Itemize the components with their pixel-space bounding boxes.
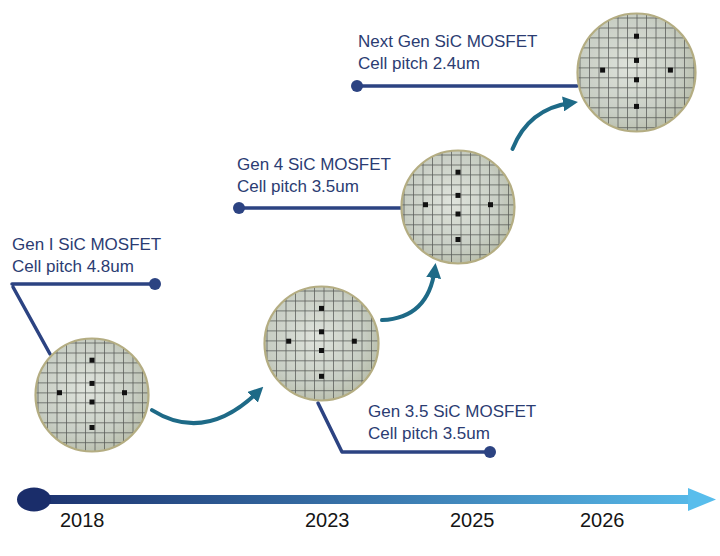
callout-block: Gen 3.5 SiC MOSFETCell pitch 3.5um bbox=[368, 401, 536, 445]
year-label: 2023 bbox=[305, 509, 350, 531]
callout-block: Gen I SiC MOSFETCell pitch 4.8um bbox=[12, 234, 161, 278]
year-label-wrap: 2023 bbox=[305, 508, 350, 532]
wafer-illustration bbox=[263, 285, 380, 402]
wafer-node: Next Gen SiC MOSFETCell pitch 2.4um bbox=[576, 12, 697, 133]
leader-line bbox=[357, 84, 577, 88]
generation-name: Gen I SiC MOSFET bbox=[12, 234, 161, 256]
wafer-illustration bbox=[34, 337, 150, 453]
timeline-bar bbox=[22, 495, 692, 504]
year-label-wrap: 2018 bbox=[60, 508, 105, 532]
curved-arrow bbox=[382, 269, 435, 320]
curved-arrow bbox=[152, 391, 259, 423]
leader-line bbox=[239, 206, 401, 210]
callout-block: Next Gen SiC MOSFETCell pitch 2.4um bbox=[358, 31, 537, 75]
wafer-node: Gen 4 SiC MOSFETCell pitch 3.5um bbox=[400, 149, 516, 265]
year-label: 2026 bbox=[580, 509, 625, 531]
year-label: 2018 bbox=[60, 509, 105, 531]
cell-pitch: Cell pitch 3.5um bbox=[237, 176, 391, 198]
year-label: 2025 bbox=[450, 509, 495, 531]
generation-name: Next Gen SiC MOSFET bbox=[358, 31, 537, 53]
year-label-wrap: 2026 bbox=[580, 508, 625, 532]
curved-arrow bbox=[513, 103, 573, 149]
cell-pitch: Cell pitch 2.4um bbox=[358, 53, 537, 75]
generation-name: Gen 4 SiC MOSFET bbox=[237, 154, 391, 176]
cell-pitch: Cell pitch 4.8um bbox=[12, 256, 161, 278]
leader-dot bbox=[233, 202, 245, 214]
leader-dot bbox=[149, 278, 161, 290]
cell-pitch: Cell pitch 3.5um bbox=[368, 423, 536, 445]
timeline-arrowhead bbox=[688, 488, 716, 511]
generation-name: Gen 3.5 SiC MOSFET bbox=[368, 401, 536, 423]
callout-block: Gen 4 SiC MOSFETCell pitch 3.5um bbox=[237, 154, 391, 198]
wafer-illustration bbox=[400, 149, 516, 265]
leader-dot bbox=[484, 446, 496, 458]
timeline-start-dot bbox=[17, 488, 51, 512]
year-label-wrap: 2025 bbox=[450, 508, 495, 532]
leader-dot bbox=[351, 80, 363, 92]
wafer-node: Gen 3.5 SiC MOSFETCell pitch 3.5um bbox=[263, 285, 380, 402]
wafer-node: Gen I SiC MOSFETCell pitch 4.8um bbox=[34, 337, 150, 453]
wafer-illustration bbox=[576, 12, 697, 133]
